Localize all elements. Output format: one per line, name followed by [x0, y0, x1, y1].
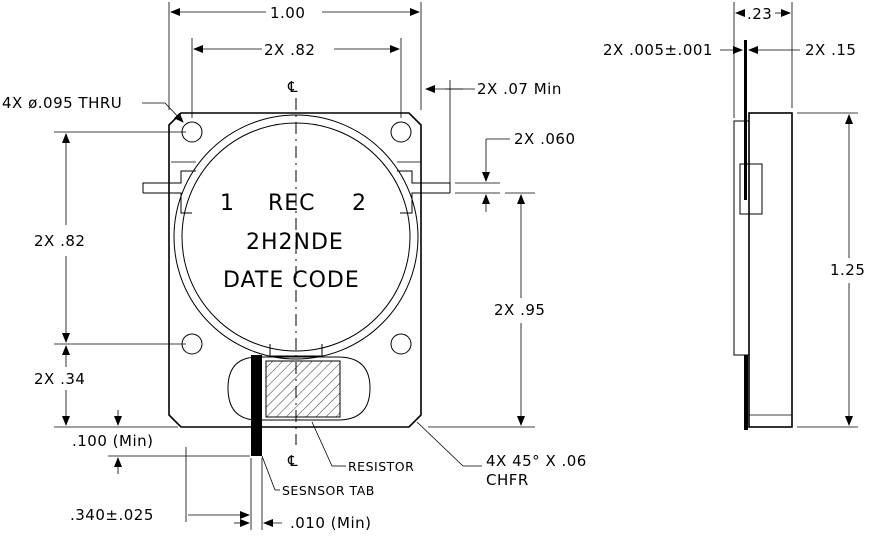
sensor-tab	[251, 355, 262, 456]
dim-overall-width: 1.00	[270, 4, 305, 22]
side-lead-top	[744, 40, 747, 200]
resistor-label: RESISTOR	[348, 459, 414, 474]
resistor	[265, 360, 341, 418]
dim-tab-thickness: 2X .060	[514, 130, 576, 148]
dim-tab-min: 2X .07 Min	[477, 80, 562, 98]
chamfer-label-line1: 4X 45° X .06	[486, 452, 587, 470]
dim-sensor-min: .010 (Min)	[290, 514, 372, 532]
dim-side-width: .23	[747, 5, 772, 23]
dim-hole-thru: 4X ø.095 THRU	[2, 94, 122, 112]
left-tab	[142, 170, 196, 214]
part-number: 2H2NDE	[246, 230, 344, 255]
body-outline	[168, 112, 422, 428]
centerline-symbol-bottom: ℄	[287, 452, 298, 470]
side-dimensions: .23 2X .005±.001 2X .15 1.25	[603, 2, 865, 428]
side-step	[733, 120, 749, 356]
dim-overall-height: 1.25	[830, 261, 865, 279]
port-2-label: 2	[352, 191, 367, 216]
dim-bottom-min: .100 (Min)	[72, 432, 154, 450]
dim-side-lead-thickness: 2X .005±.001	[603, 41, 713, 59]
front-dimensions: 1.00 2X .82 4X ø.095 THRU 2X .07 Min 2X …	[2, 2, 587, 532]
side-body	[748, 112, 793, 428]
mounting-hole-top-right	[390, 121, 412, 143]
sensor-tab-label: SESNSOR TAB	[282, 483, 375, 498]
centerline-symbol-top: ℄	[287, 78, 298, 96]
right-tab	[397, 170, 451, 214]
dim-side-lead-length: 2X .15	[805, 41, 856, 59]
side-lead-bottom	[744, 355, 748, 430]
mounting-hole-bottom-right	[390, 333, 412, 355]
chamfer-label-line2: CHFR	[486, 471, 529, 489]
date-code: DATE CODE	[223, 268, 360, 293]
rec-label: REC	[268, 191, 316, 216]
dim-hole-spacing-y: 2X .82	[34, 232, 85, 250]
side-view	[733, 40, 793, 430]
port-1-label: 1	[220, 191, 235, 216]
dim-hole-spacing-x: 2X .82	[264, 41, 315, 59]
dim-sensor-position: .340±.025	[70, 506, 154, 524]
dim-hole-offset-y: 2X .34	[34, 370, 85, 388]
front-view: ℄ ℄ 1 REC 2 2H2NDE DATE CODE	[142, 78, 451, 470]
dim-tab-height: 2X .95	[494, 301, 545, 319]
side-tab	[739, 163, 763, 215]
resistor-pocket	[227, 356, 371, 421]
